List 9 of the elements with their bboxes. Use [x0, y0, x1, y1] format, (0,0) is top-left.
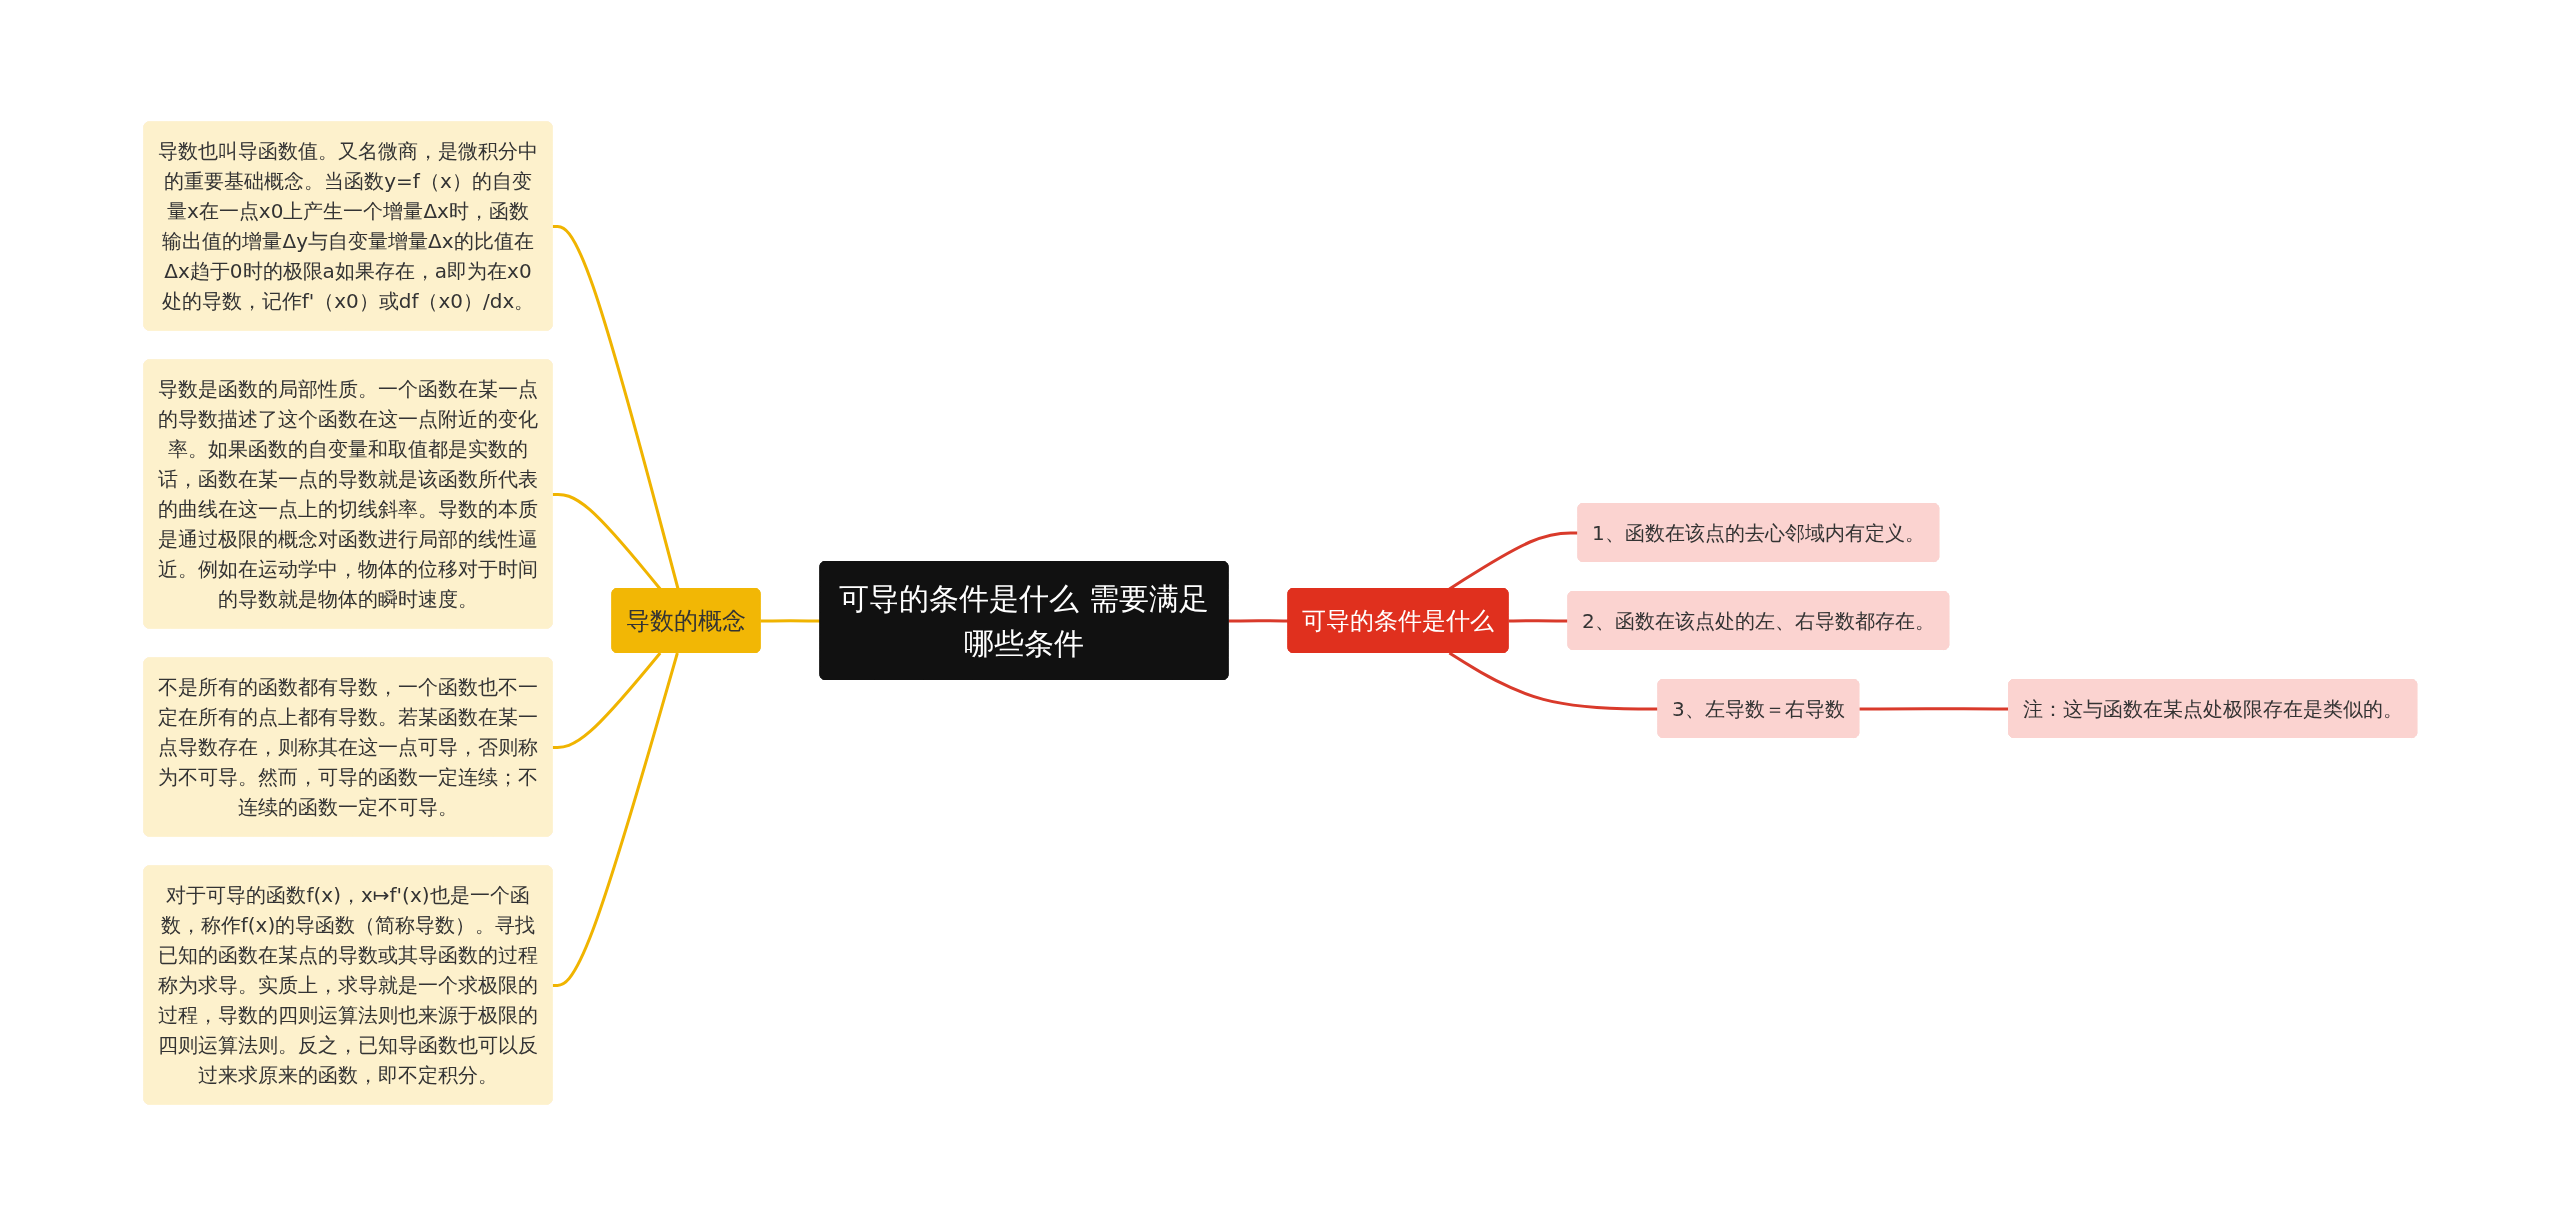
connector [1448, 651, 1659, 711]
connector [552, 224, 680, 590]
connector [552, 492, 661, 590]
connector [1228, 619, 1289, 623]
connector [1858, 707, 2009, 711]
connector [552, 652, 661, 749]
connector [1508, 619, 1569, 623]
connector [760, 619, 821, 623]
connector [552, 652, 679, 987]
